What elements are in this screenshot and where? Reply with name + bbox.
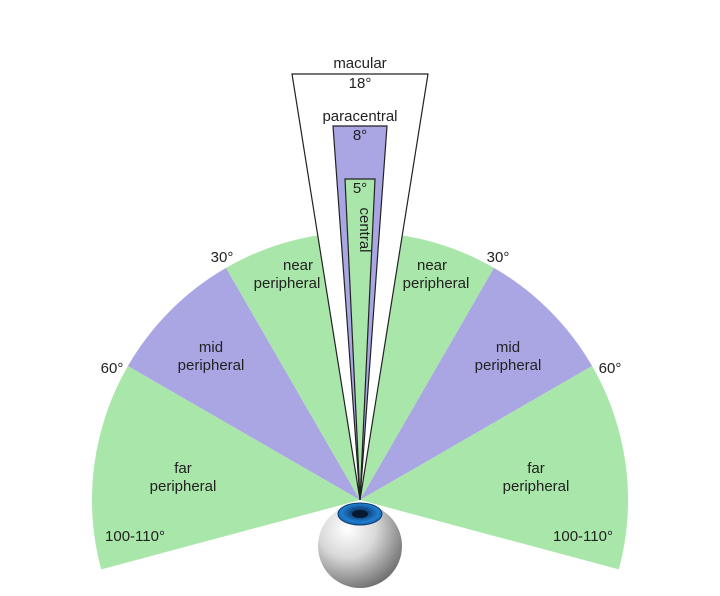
mid-right-label-line2: peripheral <box>475 357 542 374</box>
right-60-degree-label: 60° <box>599 360 622 377</box>
near-left-label-line1: near <box>283 257 313 274</box>
paracentral-angle-label: 8° <box>353 127 367 144</box>
mid-left-label-line1: mid <box>199 339 223 356</box>
eye-pupil <box>352 510 368 518</box>
near-peripheral-left-sector <box>226 232 360 500</box>
eyeball <box>318 502 402 588</box>
near-right-label-line1: near <box>417 257 447 274</box>
far-left-label-line1: far <box>174 460 192 477</box>
paracentral-label: paracentral <box>322 108 397 125</box>
far-left-label-line2: peripheral <box>150 478 217 495</box>
mid-peripheral-right-sector <box>360 267 593 500</box>
far-right-label-line1: far <box>527 460 545 477</box>
left-30-degree-label: 30° <box>211 249 234 266</box>
far-right-label-line2: peripheral <box>503 478 570 495</box>
eye-globe <box>318 504 402 588</box>
near-right-label-line2: peripheral <box>403 275 470 292</box>
right-30-degree-label: 30° <box>487 249 510 266</box>
near-left-label-line2: peripheral <box>254 275 321 292</box>
central-label: central <box>356 207 373 252</box>
central-cone <box>344 178 376 501</box>
left-60-degree-label: 60° <box>101 360 124 377</box>
macular-angle-label: 18° <box>349 75 372 92</box>
right-far-degree-label: 100-110° <box>553 528 613 545</box>
near-peripheral-right-sector <box>360 232 494 500</box>
macular-label: macular <box>333 55 386 72</box>
central-angle-label: 5° <box>353 180 367 197</box>
left-far-degree-label: 100-110° <box>105 528 165 545</box>
far-peripheral-right-sector <box>360 366 629 570</box>
mid-peripheral-left-sector <box>127 267 361 500</box>
mid-right-label-line1: mid <box>496 339 520 356</box>
mid-left-label-line2: peripheral <box>178 357 245 374</box>
far-peripheral-left-sector <box>91 366 360 570</box>
